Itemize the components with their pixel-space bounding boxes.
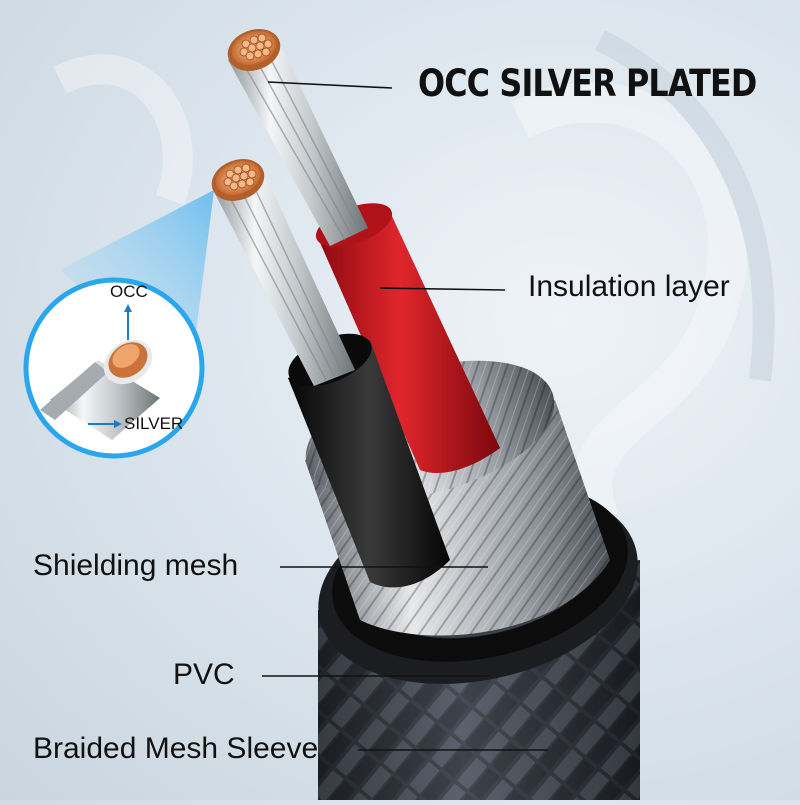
callout-lines: [262, 81, 548, 751]
silver-label: SILVER: [124, 414, 184, 433]
copper-core-bottom: [211, 159, 265, 201]
title: OCC SILVER PLATED: [418, 62, 757, 105]
occ-label: OCC: [110, 282, 148, 301]
braided-sleeve-label: Braided Mesh Sleeve: [33, 732, 319, 765]
copper-core-top: [227, 29, 281, 71]
background-swirl: [53, 30, 775, 528]
pvc-label: PVC: [173, 658, 235, 691]
insulation-layer-label: Insulation layer: [528, 270, 730, 303]
shielding-mesh-label: Shielding mesh: [33, 549, 239, 582]
inset-magnifier: [23, 277, 205, 459]
wire-strands-bottom: [212, 168, 355, 386]
